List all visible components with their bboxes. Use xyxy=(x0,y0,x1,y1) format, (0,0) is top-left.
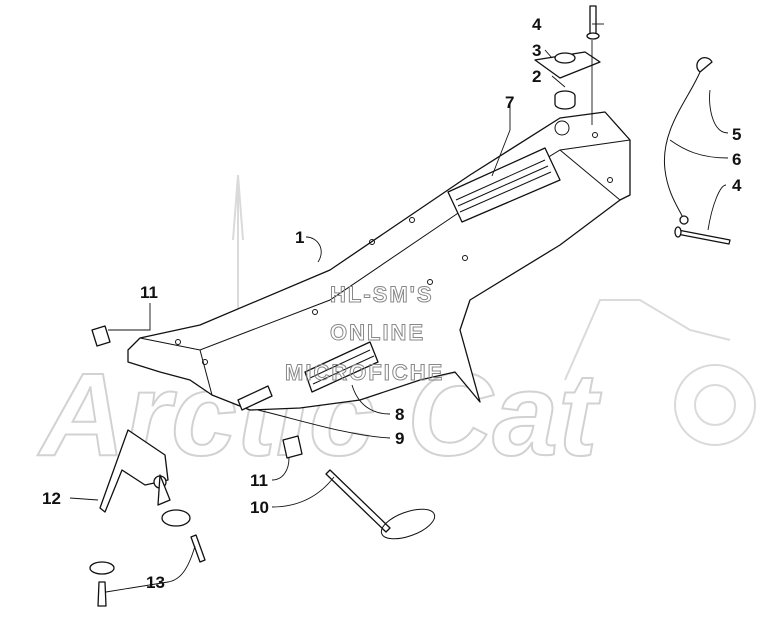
callout-9: 9 xyxy=(395,429,404,448)
watermark-text: HL-SM'S ONLINE MICROFICHE xyxy=(285,282,444,386)
part-5-6-tether xyxy=(663,57,713,225)
callout-3: 3 xyxy=(532,41,541,60)
callout-8: 8 xyxy=(395,405,404,424)
callout-2: 2 xyxy=(532,67,541,86)
part-1-plate xyxy=(127,111,631,411)
part-4-rivet-top xyxy=(586,5,600,40)
callout-5: 5 xyxy=(732,125,741,144)
part-9-decal xyxy=(237,385,273,411)
callout-6: 6 xyxy=(732,150,741,169)
part-10-pin xyxy=(325,469,436,540)
callout-12: 12 xyxy=(42,489,61,508)
part-7-decal xyxy=(447,147,561,223)
part-13-fasteners xyxy=(89,509,206,607)
callout-7: 7 xyxy=(505,93,514,112)
watermark-line3: MICROFICHE xyxy=(285,360,444,385)
part-11-bushing-center xyxy=(282,435,303,459)
callout-11-center: 11 xyxy=(250,471,268,490)
callout-4-right: 4 xyxy=(732,176,742,195)
leader-lines xyxy=(69,23,729,593)
callouts: 1 2 3 4 7 5 6 4 11 8 9 11 10 12 13 xyxy=(42,15,742,592)
part-2-grommet xyxy=(554,90,576,110)
callout-11-left: 11 xyxy=(140,283,158,302)
callout-13: 13 xyxy=(146,573,165,592)
watermark-line1: HL-SM'S xyxy=(330,282,434,307)
watermark-line2: ONLINE xyxy=(330,320,425,345)
callout-4-top: 4 xyxy=(532,15,542,34)
part-3-bracket xyxy=(534,51,601,79)
part-4-rivet-right xyxy=(674,226,731,245)
callout-10: 10 xyxy=(250,498,269,517)
callout-1: 1 xyxy=(295,228,304,247)
part-11-bushing-left xyxy=(91,325,111,347)
part-12-stand xyxy=(99,429,171,513)
